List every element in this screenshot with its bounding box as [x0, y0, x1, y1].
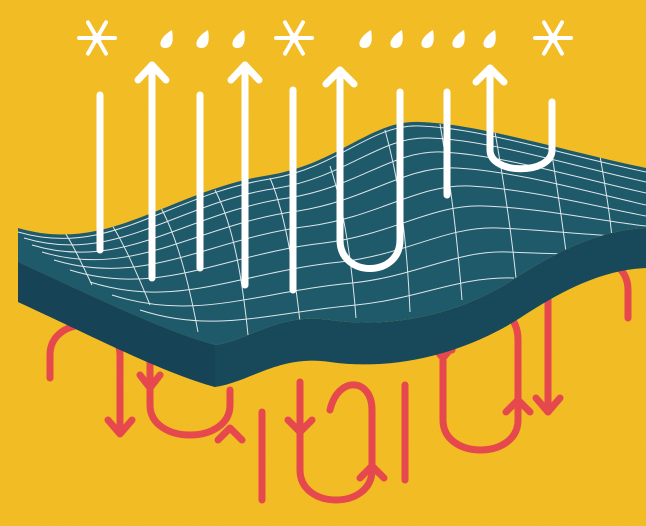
illustration-stage [0, 0, 646, 526]
illustration-canvas [0, 0, 646, 526]
